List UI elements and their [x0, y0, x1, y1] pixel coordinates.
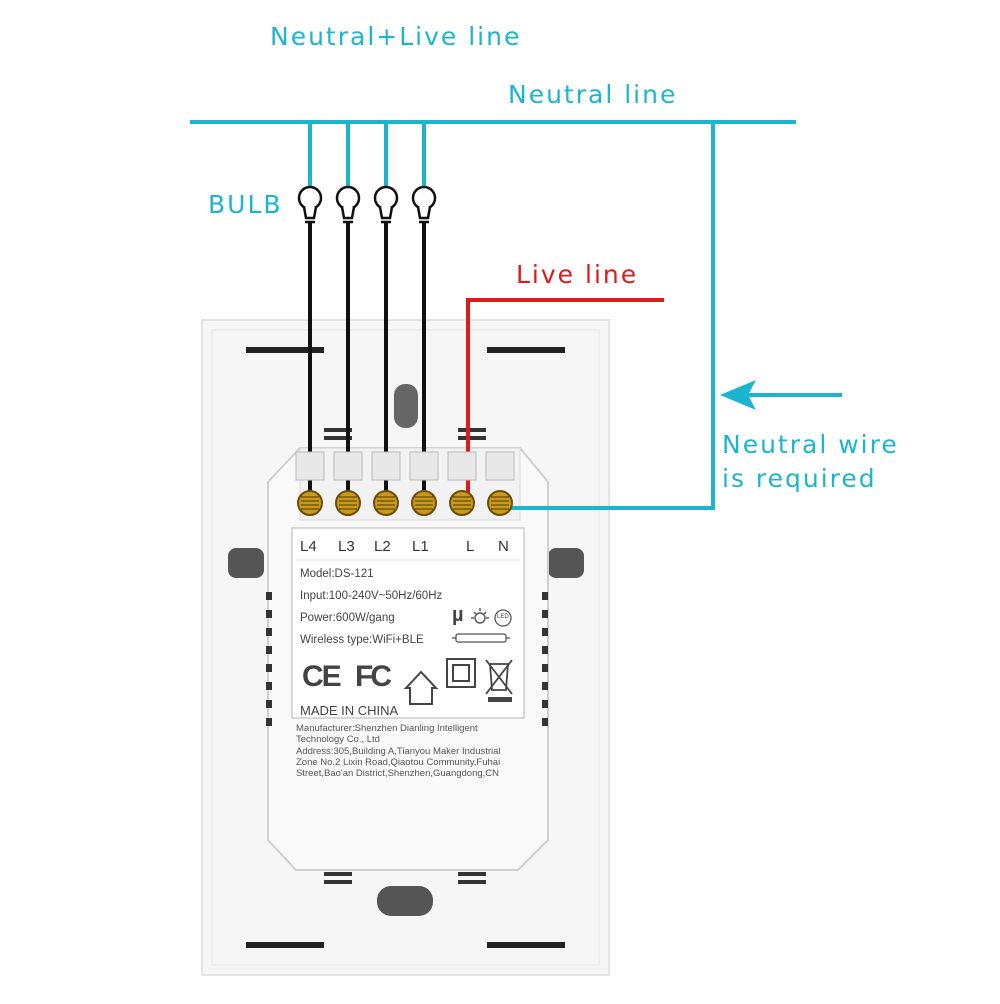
terminal-slot-6 [485, 451, 515, 481]
bulb-neck-2 [340, 206, 356, 220]
panel-slot-bottom-right [487, 942, 565, 948]
bulb-neck-1 [302, 206, 318, 220]
side-vents [266, 592, 548, 726]
panel-slot-top-left [246, 347, 324, 353]
bulb-globe-4 [411, 185, 437, 211]
mount-hole-top [394, 384, 418, 428]
vent-right [542, 628, 548, 636]
terminal-screw-3 [373, 490, 399, 516]
address-line2: Zone No.2 Lixin Road,Qiaotou Community,F… [296, 757, 501, 768]
neutral-required-label-line2: is required [722, 464, 877, 493]
terminal-slot-4 [409, 451, 439, 481]
terminal-screw-2 [335, 490, 361, 516]
housing-tab-bottom-right-2 [458, 880, 486, 884]
housing-tab-bottom-left [324, 872, 352, 876]
live-line-label: Live line [516, 260, 639, 289]
address-line1: Address:305,Building A,Tianyou Maker Ind… [296, 746, 501, 757]
vent-right [542, 682, 548, 690]
led-mark: LED [497, 614, 509, 620]
weee-bin-icon [485, 659, 513, 702]
neutral-arrow [720, 380, 842, 410]
plate-model: Model:DS-121 [300, 568, 374, 580]
terminal-slot-5 [447, 451, 477, 481]
vent-left [266, 700, 272, 708]
fluorescent-tube-icon [452, 633, 510, 643]
plate-input: Input:100-240V~50Hz/60Hz [300, 590, 443, 602]
panel-slot-top-right [487, 347, 565, 353]
mount-hole-left [228, 548, 264, 578]
terminal-screw-1 [297, 490, 323, 516]
made-in-china: MADE IN CHINA [300, 703, 399, 718]
vent-right [542, 700, 548, 708]
manufacturer-line2: Technology Co., Ltd [296, 734, 380, 745]
wires-layer [190, 120, 796, 510]
bulb-neck-4 [416, 206, 432, 220]
vent-right [542, 646, 548, 654]
fc-mark: FC [355, 660, 392, 693]
vent-right [542, 664, 548, 672]
vent-right [542, 610, 548, 618]
housing-tab-right-2 [458, 436, 486, 440]
housing-tab-right [458, 428, 486, 432]
vent-left [266, 610, 272, 618]
housing-tab-left-2 [324, 436, 352, 440]
neutral-line-label: Neutral line [508, 80, 678, 109]
vent-left [266, 628, 272, 636]
live-wire [466, 298, 664, 500]
vent-right [542, 718, 548, 726]
housing-tab-bottom-left-2 [324, 880, 352, 884]
bulbs-layer [297, 185, 437, 224]
housing-tab-left [324, 428, 352, 432]
vent-left [266, 592, 272, 600]
housing-tab-bottom-right [458, 872, 486, 876]
vent-left [266, 682, 272, 690]
double-square-icon [446, 658, 476, 688]
bulb-neck-3 [378, 206, 394, 220]
vent-left [266, 718, 272, 726]
terminal-slot-2 [333, 451, 363, 481]
bulb-globe-3 [373, 185, 399, 211]
terminal-screw-5 [449, 490, 475, 516]
led-circle-icon [494, 609, 512, 627]
terminals-layer [295, 451, 515, 516]
mount-hole-bottom [377, 886, 433, 916]
mu-mark: µ [452, 604, 464, 626]
bulb-globe-1 [297, 185, 323, 211]
terminal-label-l2: L2 [374, 538, 391, 555]
bulb-label: BULB [208, 190, 283, 219]
terminal-slot-3 [371, 451, 401, 481]
panel-slot-bottom-left [246, 942, 324, 948]
neutral-drop-wire [508, 122, 715, 510]
terminal-label-n: N [498, 538, 509, 555]
plate-power: Power:600W/gang [300, 612, 395, 624]
neutral-required-label-line1: Neutral wire [722, 430, 899, 459]
terminal-slot-1 [295, 451, 325, 481]
terminal-label-l: L [466, 538, 475, 555]
ce-mark: CE [302, 660, 342, 693]
address-line3: Street,Bao'an District,Shenzhen,Guangdon… [296, 768, 500, 779]
terminal-label-l3: L3 [338, 538, 355, 555]
manufacturer-line1: Manufacturer:Shenzhen Dianling Intellige… [296, 723, 478, 734]
lamp-icon [471, 608, 489, 624]
mount-hole-right [548, 548, 584, 578]
terminal-screw-4 [411, 490, 437, 516]
terminal-labels: L4 L3 L2 L1 L N [298, 538, 528, 560]
house-icon [403, 670, 439, 705]
plate-wireless: Wireless type:WiFi+BLE [300, 634, 424, 646]
terminal-label-l4: L4 [300, 538, 317, 555]
vent-left [266, 646, 272, 654]
bulb-globe-2 [335, 185, 361, 211]
neutral-live-line-label: Neutral+Live line [270, 22, 522, 51]
vent-right [542, 592, 548, 600]
vent-left [266, 664, 272, 672]
panel-inner-edge [211, 329, 600, 966]
terminal-label-l1: L1 [412, 538, 429, 555]
terminal-screw-6 [487, 490, 513, 516]
